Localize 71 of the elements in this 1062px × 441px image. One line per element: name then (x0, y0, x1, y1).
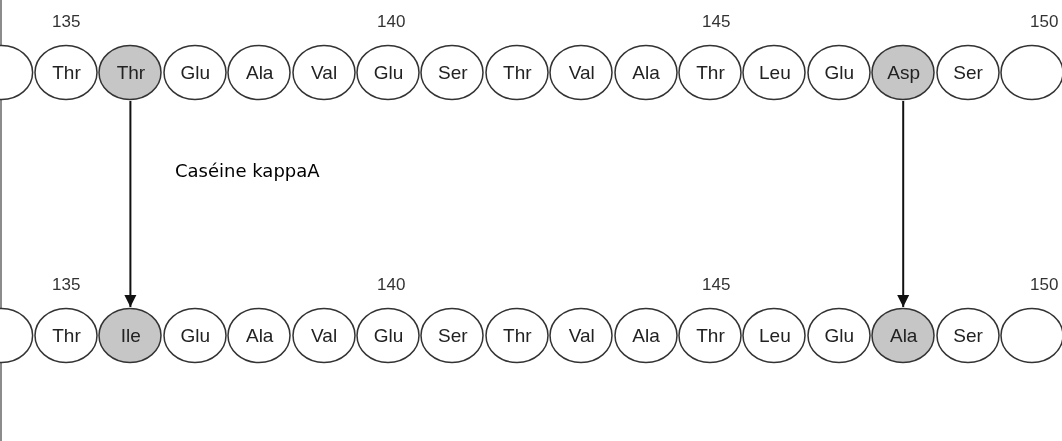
amino-acid-circle (162, 44, 228, 101)
amino-acid-circle (291, 307, 357, 364)
amino-acid-circle (935, 307, 1001, 364)
amino-acid-label: Ser (953, 324, 983, 347)
amino-acid-circle (162, 307, 228, 364)
amino-acid-circle (227, 44, 293, 101)
arrow (897, 100, 910, 308)
amino-acid-label: Thr (696, 324, 725, 347)
amino-acid-label: Thr (52, 324, 81, 347)
amino-acid-circle (484, 44, 550, 101)
residue-number: 150 (1030, 12, 1059, 32)
amino-acid-circle (806, 44, 872, 101)
amino-acid-label: Val (568, 61, 595, 84)
amino-acid-circle (549, 307, 615, 364)
amino-acid-circle (742, 44, 808, 101)
amino-acid-circle (420, 44, 486, 101)
arrow (124, 100, 137, 308)
amino-acid-label: Glu (180, 61, 211, 84)
amino-acid-circle (742, 307, 808, 364)
amino-acid-label: Ala (245, 324, 274, 347)
amino-acid-circle (98, 44, 164, 101)
protein-name: Caséine kappaA (175, 160, 320, 181)
amino-acid-label: Ser (953, 61, 983, 84)
amino-acid-circle (34, 44, 99, 101)
amino-acid-label: Glu (373, 324, 404, 347)
amino-acid-circle (613, 44, 679, 101)
amino-acid-label: Ala (245, 61, 274, 84)
amino-acid-label: Thr (116, 61, 146, 84)
amino-acid-label: Ala (889, 324, 918, 347)
amino-acid-label: Asp (887, 61, 921, 84)
amino-acid-label: Glu (824, 324, 855, 347)
amino-acid-circle (935, 44, 1001, 101)
amino-acid-circle (356, 307, 421, 364)
amino-acid-label: Ala (632, 324, 660, 347)
amino-acid-circle (871, 44, 937, 101)
amino-acid-label: Glu (373, 61, 404, 84)
amino-acid-circle (227, 307, 293, 364)
residue-number: 135 (52, 275, 81, 295)
amino-acid-label: Ser (438, 61, 468, 84)
amino-acid-circle (420, 307, 486, 364)
residue-number: 145 (702, 12, 731, 32)
amino-acid-circle (291, 44, 357, 101)
amino-acid-label: Val (568, 324, 595, 347)
amino-acid-label: Thr (503, 61, 532, 84)
amino-acid-label: Val (311, 324, 338, 347)
amino-acid-circle (549, 44, 615, 101)
amino-acid-label: Glu (824, 61, 855, 84)
amino-acid-circle (678, 307, 743, 364)
amino-acid-circle (98, 307, 164, 364)
residue-number: 140 (377, 275, 406, 295)
amino-acid-label: Val (311, 61, 338, 84)
amino-acid-label: Thr (503, 324, 532, 347)
amino-acid-label: Ala (632, 61, 660, 84)
amino-acid-circle (356, 44, 421, 101)
residue-number: 150 (1030, 275, 1059, 295)
amino-acid-label: Thr (696, 61, 725, 84)
amino-acid-label: Leu (759, 324, 791, 347)
amino-acid-label: Ile (120, 324, 141, 347)
amino-acid-circle (871, 307, 937, 364)
amino-acid-circle (678, 44, 743, 101)
amino-acid-circle (806, 307, 872, 364)
residue-number: 140 (377, 12, 406, 32)
amino-acid-label: Leu (759, 61, 791, 84)
residue-number: 145 (702, 275, 731, 295)
amino-acid-circle (34, 307, 99, 364)
amino-acid-circle (613, 307, 679, 364)
amino-acid-circle (484, 307, 550, 364)
amino-acid-label: Ser (438, 324, 468, 347)
amino-acid-label: Glu (180, 324, 211, 347)
amino-acid-label: Thr (52, 61, 81, 84)
residue-number: 135 (52, 12, 81, 32)
